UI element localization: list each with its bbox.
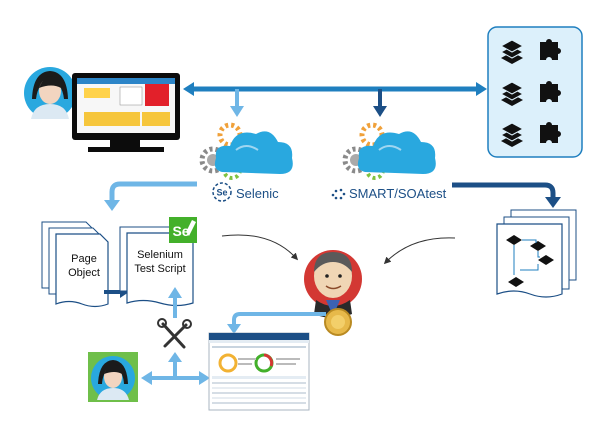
tools-icon bbox=[157, 318, 192, 349]
arrowhead-user bbox=[141, 371, 152, 385]
arrowhead-left bbox=[183, 82, 194, 96]
page-object-line2: Object bbox=[68, 267, 100, 279]
arrowhead-documents bbox=[104, 200, 120, 211]
arrow-jenkins-to-report bbox=[232, 312, 326, 326]
selenium-badge: Se bbox=[169, 217, 197, 243]
arrowhead-right bbox=[476, 82, 487, 96]
layers-icon bbox=[499, 81, 525, 106]
test-script-line2: Test Script bbox=[134, 263, 185, 275]
cloud-icon bbox=[214, 131, 293, 174]
page-object-document: Page Object bbox=[41, 221, 109, 308]
curve-arrow-right bbox=[383, 237, 456, 265]
arrowhead-selenic bbox=[230, 106, 244, 117]
report-icon bbox=[208, 332, 310, 411]
arrowhead-tools bbox=[168, 287, 182, 298]
user-avatar-bottom bbox=[88, 352, 138, 402]
selenic-label: Selenic bbox=[236, 186, 279, 201]
arrowhead-branch bbox=[168, 352, 182, 362]
puzzle-icon bbox=[540, 81, 561, 102]
flowchart-document bbox=[496, 209, 577, 298]
arrow-selenic-to-documents bbox=[109, 181, 197, 202]
services-panel bbox=[487, 26, 583, 158]
smart-label: SMART/SOAtest bbox=[349, 186, 447, 201]
smart-cloud bbox=[342, 122, 436, 180]
cloud-icon bbox=[357, 131, 436, 174]
curve-arrow-left bbox=[221, 234, 299, 261]
layers-icon bbox=[499, 39, 525, 64]
arrowhead-flowchart bbox=[545, 197, 561, 208]
jenkins-icon bbox=[304, 250, 362, 336]
page-object-line1: Page bbox=[71, 253, 97, 265]
arrow-smart-to-flowchart bbox=[452, 182, 556, 198]
selenic-badge: Se bbox=[216, 188, 227, 198]
arrowhead-smart bbox=[373, 106, 387, 117]
smart-logo: SMART/SOAtest bbox=[331, 186, 447, 201]
layers-icon bbox=[499, 122, 525, 147]
arrowhead-report bbox=[227, 324, 241, 334]
monitor-icon bbox=[72, 73, 180, 152]
flowchart-icon bbox=[506, 235, 554, 287]
puzzle-icon bbox=[540, 122, 561, 143]
arrowhead-report-left bbox=[199, 371, 210, 385]
selenic-cloud bbox=[199, 122, 293, 180]
test-script-line1: Selenium bbox=[137, 249, 183, 261]
user-avatar-top bbox=[24, 67, 76, 119]
selenic-logo: Se Selenic bbox=[212, 182, 279, 202]
puzzle-icon bbox=[540, 39, 561, 60]
selenium-badge-text: Se bbox=[172, 223, 189, 239]
